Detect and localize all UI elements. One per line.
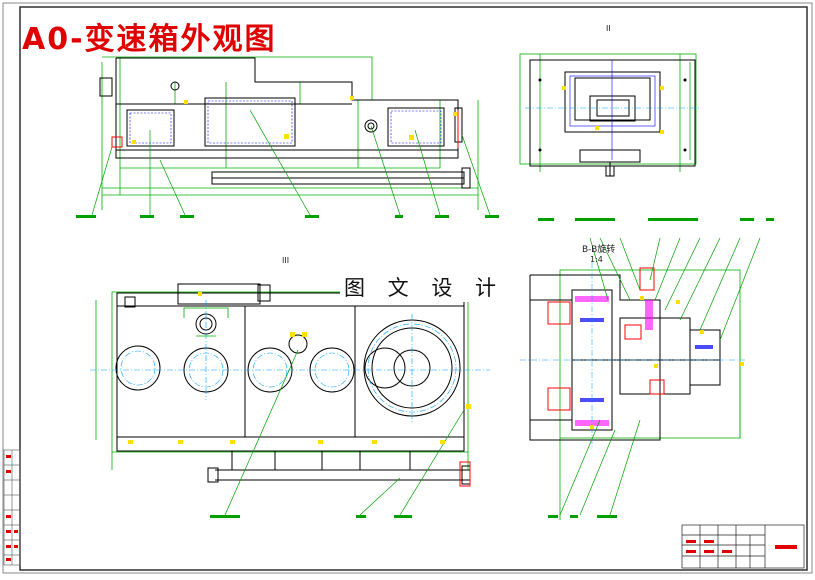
title-block [681, 524, 805, 569]
leader-labels [76, 215, 774, 518]
section-b-b-label: B-B旋转 [582, 245, 616, 255]
section-view-b-b [520, 237, 761, 520]
side-view-ii [519, 53, 700, 177]
drawing-title: A0-变速箱外观图 [22, 22, 277, 57]
title-block-marks [686, 540, 797, 553]
view-iii-label: III [282, 256, 290, 265]
margin-stamp [3, 449, 21, 566]
margin-stamp-marks [6, 455, 18, 561]
front-view [91, 56, 491, 216]
inner-frame [19, 6, 808, 571]
watermark-text: 图 文 设 计 [340, 272, 509, 302]
section-scale-label: 1:4 [590, 255, 603, 264]
top-view-iii [90, 283, 490, 516]
view-ii-label: II [606, 24, 611, 33]
